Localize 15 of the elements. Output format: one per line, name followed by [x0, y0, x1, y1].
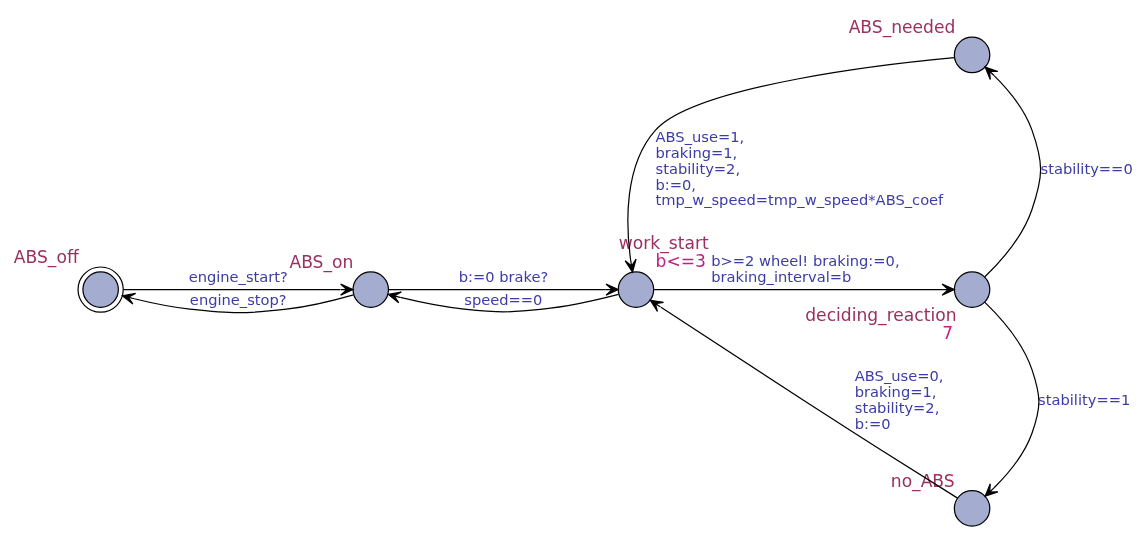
edge-label: engine_start?	[188, 267, 288, 285]
edge-label: b>=2 wheel! braking:=0, braking_interval=b	[711, 251, 900, 285]
node-label: ABS_needed	[848, 16, 956, 37]
edge-label: engine_stop?	[189, 290, 287, 308]
node-label: ABS_on	[289, 251, 354, 272]
edge-label: b:=0 brake?	[458, 267, 549, 285]
node-label: 7	[942, 322, 954, 343]
edge-label: stability==0	[1040, 159, 1133, 177]
edge-label: ABS_use=0, braking=1, stability=2, b:=0	[854, 366, 944, 432]
node-label: deciding_reaction	[805, 304, 957, 325]
edge-label: ABS_use=1, braking=1, stability=2, b:=0, tmp_w_speed=tmp_w_speed*ABS_coef	[655, 127, 944, 208]
edge-label: speed==0	[464, 290, 543, 308]
edge-label: stability==1	[1038, 390, 1131, 408]
node-label: ABS_off	[13, 246, 79, 267]
node-label: b<=3	[655, 250, 706, 271]
